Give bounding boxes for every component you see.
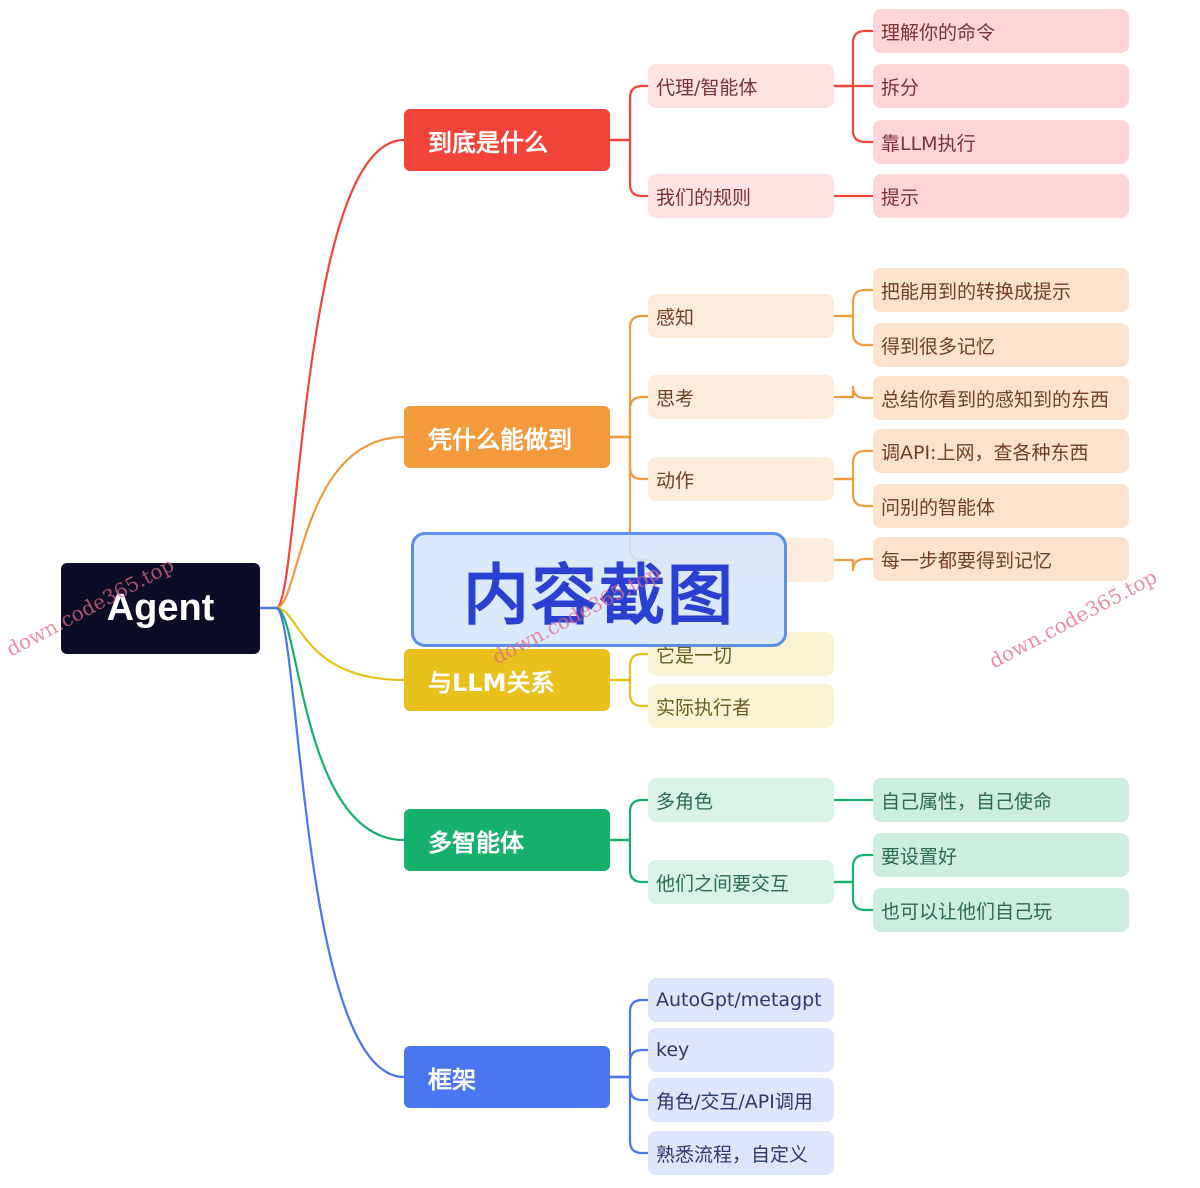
branch-4-link-3 <box>610 1075 648 1155</box>
root-link-0 <box>274 138 405 610</box>
root-link-1 <box>275 435 405 610</box>
subtopic-1-1-link-0 <box>834 385 873 400</box>
subtopic-1-3-link-0 <box>834 557 873 572</box>
subtopic-1-0-link-1 <box>834 314 873 347</box>
branch-4-link-1 <box>610 1048 648 1079</box>
detail-1-0-0[interactable]: 把能用到的转换成提示 <box>873 268 1129 312</box>
branch-0-link-1 <box>610 138 648 198</box>
subtopic-1-2-link-0 <box>834 449 873 481</box>
branch-node-3[interactable]: 多智能体 <box>404 809 610 871</box>
branch-1-link-0 <box>610 314 648 439</box>
branch-node-1[interactable]: 凭什么能做到 <box>404 406 610 468</box>
branch-4-link-0 <box>610 998 648 1079</box>
root-node-agent[interactable]: Agent <box>61 563 260 654</box>
subtopic-1-0-link-0 <box>834 288 873 318</box>
branch-3-link-1 <box>610 838 648 884</box>
branch-1-link-1 <box>610 395 648 439</box>
branch-1-link-2 <box>610 435 648 481</box>
subtopic-2-1[interactable]: 实际执行者 <box>648 684 834 728</box>
detail-1-1-0[interactable]: 总结你看到的感知到的东西 <box>873 376 1129 420</box>
detail-0-0-0[interactable]: 理解你的命令 <box>873 9 1129 53</box>
subtopic-1-2-link-1 <box>834 477 873 508</box>
branch-2-link-1 <box>610 678 648 708</box>
subtopic-4-2[interactable]: 角色/交互/API调用 <box>648 1078 834 1122</box>
content-screenshot-overlay: 内容截图 <box>411 532 787 647</box>
branch-3-link-0 <box>610 798 648 842</box>
detail-3-1-1[interactable]: 也可以让他们自己玩 <box>873 888 1129 932</box>
branch-0-link-0 <box>610 84 648 142</box>
subtopic-0-0[interactable]: 代理/智能体 <box>648 64 834 108</box>
subtopic-3-1[interactable]: 他们之间要交互 <box>648 860 834 904</box>
branch-node-2[interactable]: 与LLM关系 <box>404 649 610 711</box>
detail-0-1-0[interactable]: 提示 <box>873 174 1129 218</box>
subtopic-0-1[interactable]: 我们的规则 <box>648 174 834 218</box>
detail-1-3-0[interactable]: 每一步都要得到记忆 <box>873 537 1129 581</box>
branch-node-0[interactable]: 到底是什么 <box>404 109 610 171</box>
detail-3-1-0[interactable]: 要设置好 <box>873 833 1129 877</box>
subtopic-3-1-link-1 <box>834 880 873 912</box>
subtopic-0-0-link-0 <box>834 29 873 88</box>
root-link-2 <box>275 606 405 682</box>
subtopic-3-1-link-0 <box>834 853 873 884</box>
subtopic-1-2[interactable]: 动作 <box>648 457 834 501</box>
detail-0-0-1[interactable]: 拆分 <box>873 64 1129 108</box>
detail-0-0-2[interactable]: 靠LLM执行 <box>873 120 1129 164</box>
branch-2-link-0 <box>610 652 648 682</box>
subtopic-4-1[interactable]: key <box>648 1028 834 1072</box>
branch-4-link-2 <box>610 1075 648 1102</box>
subtopic-1-0[interactable]: 感知 <box>648 294 834 338</box>
subtopic-0-0-link-2 <box>834 84 873 144</box>
subtopic-3-0[interactable]: 多角色 <box>648 778 834 822</box>
subtopic-1-1[interactable]: 思考 <box>648 375 834 419</box>
branch-node-4[interactable]: 框架 <box>404 1046 610 1108</box>
detail-1-2-1[interactable]: 问别的智能体 <box>873 484 1129 528</box>
subtopic-4-0[interactable]: AutoGpt/metagpt <box>648 978 834 1022</box>
subtopic-4-3[interactable]: 熟悉流程，自定义 <box>648 1131 834 1175</box>
detail-1-2-0[interactable]: 调API:上网，查各种东西 <box>873 429 1129 473</box>
root-link-3 <box>275 606 405 842</box>
detail-1-0-1[interactable]: 得到很多记忆 <box>873 323 1129 367</box>
detail-3-0-0[interactable]: 自己属性，自己使命 <box>873 778 1129 822</box>
root-link-4 <box>274 606 405 1079</box>
